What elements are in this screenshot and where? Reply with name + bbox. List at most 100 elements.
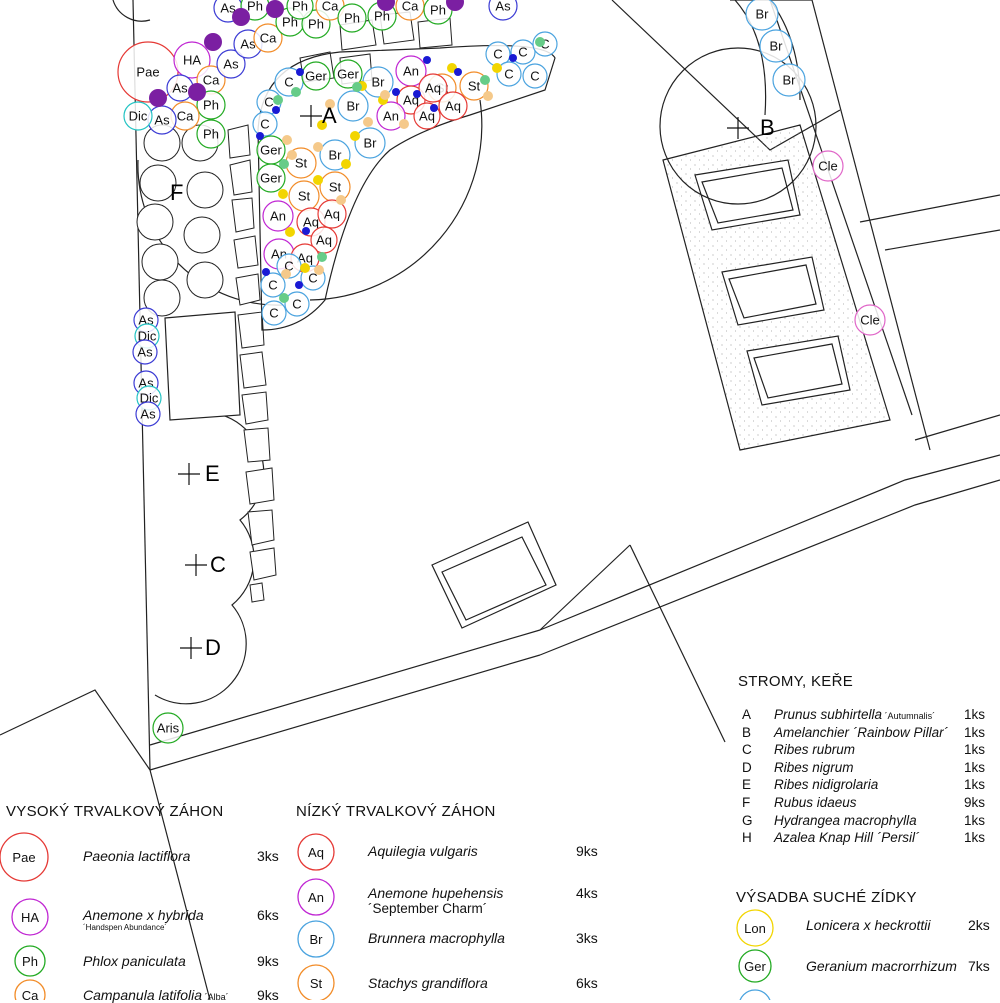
plant-aris: Aris — [152, 712, 184, 744]
legend-qty: 6ks — [576, 975, 598, 991]
svg-text:C: C — [530, 69, 539, 84]
svg-text:C: C — [292, 297, 301, 312]
svg-text:Br: Br — [783, 73, 797, 88]
flower-dot — [480, 75, 490, 85]
plant-an: An — [376, 101, 406, 131]
svg-text:An: An — [270, 209, 286, 224]
svg-text:Ph: Ph — [247, 0, 263, 14]
flower-dot — [413, 90, 421, 98]
plant-ger: Ger — [256, 163, 286, 193]
tree-label-b: B — [760, 115, 775, 140]
plant-cle: Cle — [854, 304, 886, 336]
svg-text:Ger: Ger — [305, 69, 327, 84]
svg-text:Ph: Ph — [430, 3, 446, 18]
low-bed-title: NÍZKÝ TRVALKOVÝ ZÁHON — [296, 803, 496, 820]
tree-qty: 9ks — [964, 795, 986, 810]
tree-qty: 1ks — [964, 777, 986, 793]
svg-text:C: C — [264, 95, 273, 110]
svg-text:Dic: Dic — [129, 109, 148, 124]
svg-text:Aris: Aris — [157, 721, 180, 736]
plant-aq: Aq — [317, 199, 347, 229]
tree-name: Hydrangea macrophylla — [774, 812, 917, 828]
plant-br: Br — [362, 66, 394, 98]
svg-text:As: As — [172, 81, 188, 96]
flower-dot — [380, 90, 390, 100]
svg-text:Ph: Ph — [203, 98, 219, 113]
svg-text:Cle: Cle — [860, 313, 880, 328]
tree-key: B — [742, 724, 752, 740]
svg-text:As: As — [140, 407, 156, 422]
svg-text:Aq: Aq — [297, 251, 313, 266]
tree-label-a: A — [322, 103, 337, 128]
flower-dot — [392, 88, 400, 96]
tree-name: Ribes rubrum — [774, 742, 856, 758]
legend-qty: 2ks — [968, 917, 990, 933]
plant-br: Br — [337, 90, 369, 122]
tree-label-c: C — [210, 552, 226, 577]
flower-dot — [204, 33, 222, 51]
plant-an: An — [262, 200, 294, 232]
tree-key: C — [742, 742, 752, 758]
svg-text:C: C — [308, 271, 317, 286]
flower-dot — [256, 132, 264, 140]
tree-name: Amelanchier ´Rainbow Pillar´ — [774, 724, 949, 740]
plant-as: As — [135, 401, 161, 427]
flower-dot — [281, 269, 291, 279]
flower-dot — [282, 135, 292, 145]
plant-ger: Ger — [256, 135, 286, 165]
svg-text:St: St — [468, 79, 481, 94]
svg-text:C: C — [284, 75, 293, 90]
plant-ph: Ph — [337, 3, 367, 33]
tree-name: Ribes nidigrolaria — [774, 777, 879, 793]
legend-qty: 6ks — [257, 907, 279, 923]
svg-text:An: An — [383, 109, 399, 124]
svg-text:Dic: Dic — [140, 391, 159, 406]
svg-text:As: As — [154, 113, 170, 128]
tree-key: H — [742, 830, 752, 846]
svg-text:Br: Br — [770, 39, 784, 54]
tree-key: F — [742, 795, 751, 810]
svg-text:Aq: Aq — [445, 99, 461, 114]
plant-br: Br — [354, 127, 386, 159]
flower-dot — [430, 104, 438, 112]
svg-text:As: As — [240, 37, 256, 52]
plant-ha: HA — [173, 41, 211, 79]
tree-name: Rubus idaeus — [774, 795, 857, 810]
svg-text:Br: Br — [372, 75, 386, 90]
flower-dot — [352, 82, 362, 92]
flower-dot — [273, 95, 283, 105]
raspberry-circles — [136, 124, 224, 317]
plant-cle: Cle — [812, 150, 844, 182]
svg-text:As: As — [223, 57, 239, 72]
svg-text:Aq: Aq — [303, 215, 319, 230]
plant-dic: Dic — [123, 101, 153, 131]
flower-dot — [285, 227, 295, 237]
legend-qty: 3ks — [576, 930, 598, 946]
flower-dot — [535, 37, 545, 47]
plant-as: As — [216, 49, 246, 79]
svg-text:Ph: Ph — [292, 0, 308, 14]
tall-bed-title: VYSOKÝ TRVALKOVÝ ZÁHON — [6, 803, 224, 820]
legend-name: Stachys grandiflora — [368, 975, 488, 991]
svg-text:C: C — [268, 278, 277, 293]
svg-text:Ca: Ca — [203, 73, 220, 88]
flower-dot — [266, 0, 284, 18]
flower-dot — [279, 159, 289, 169]
flower-dots — [149, 0, 545, 303]
flower-dot — [492, 63, 502, 73]
svg-text:Br: Br — [347, 99, 361, 114]
svg-text:Ca: Ca — [402, 0, 419, 14]
svg-text:Ca: Ca — [177, 109, 194, 124]
svg-text:C: C — [260, 117, 269, 132]
tree-name: Prunus subhirtella ´Autumnalis´ — [774, 707, 936, 722]
low-bed-outline — [257, 44, 556, 331]
svg-text:Ph: Ph — [282, 15, 298, 30]
tree-key: D — [742, 759, 752, 775]
